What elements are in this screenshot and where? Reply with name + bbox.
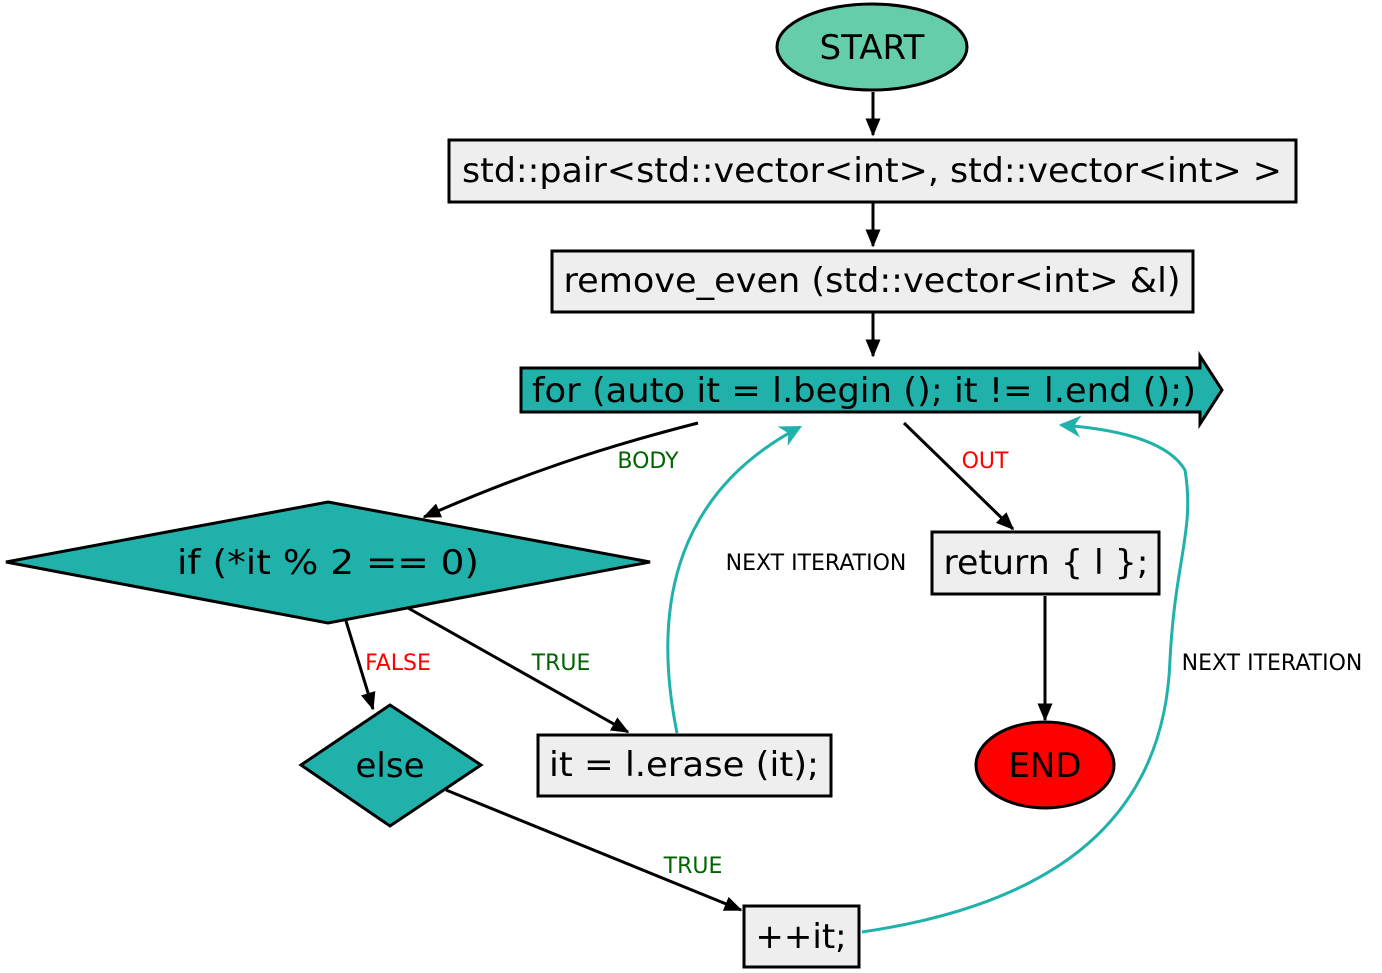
end-ellipse — [974, 720, 1116, 810]
node-start: START — [775, 2, 969, 92]
edge-else-true-to-increment — [445, 788, 743, 912]
else-label: else — [356, 746, 425, 786]
edge-erase-next-iteration — [666, 425, 802, 734]
edge-condition-false-to-else — [344, 620, 376, 711]
edge-labels: BODY OUT FALSE TRUE TRUE NEXT ITERATION … — [365, 449, 1362, 879]
loop-label: for (auto it = l.begin (); it != l.end (… — [532, 371, 1196, 411]
node-else: else — [298, 703, 484, 828]
label-body: BODY — [617, 449, 679, 474]
start-label: START — [820, 28, 925, 68]
node-function: remove_even (std::vector<int> &l) — [550, 249, 1195, 314]
erase-box — [536, 733, 833, 798]
edge-loop-out-to-return — [902, 421, 1015, 531]
end-label: END — [1008, 746, 1081, 786]
label-next-iteration-2: NEXT ITERATION — [1182, 651, 1363, 676]
edge-loop-body-to-condition — [422, 421, 699, 519]
label-true: TRUE — [531, 651, 591, 676]
increment-label: ++it; — [755, 917, 846, 957]
node-increment: ++it; — [742, 904, 861, 969]
function-box — [550, 249, 1195, 314]
label-else-true: TRUE — [663, 854, 723, 879]
condition-label: if (*it % 2 == 0) — [177, 543, 479, 583]
return-box — [930, 530, 1161, 596]
loop-shape — [519, 350, 1224, 430]
label-next-iteration-1: NEXT ITERATION — [726, 551, 907, 576]
edges — [344, 92, 1190, 934]
edge-condition-true-to-erase — [407, 606, 630, 734]
label-out: OUT — [962, 449, 1009, 474]
increment-box — [742, 904, 861, 969]
node-erase: it = l.erase (it); — [536, 733, 833, 798]
label-false: FALSE — [365, 651, 431, 676]
node-condition: if (*it % 2 == 0) — [5, 500, 651, 625]
start-ellipse — [775, 2, 969, 92]
erase-label: it = l.erase (it); — [549, 745, 819, 785]
node-signature: std::pair<std::vector<int>, std::vector<… — [447, 138, 1298, 204]
signature-label: std::pair<std::vector<int>, std::vector<… — [462, 151, 1282, 191]
else-diamond — [298, 703, 484, 828]
signature-box — [447, 138, 1298, 204]
node-loop: for (auto it = l.begin (); it != l.end (… — [519, 350, 1224, 430]
node-return: return { l }; — [930, 530, 1161, 596]
node-end: END — [974, 720, 1116, 810]
return-label: return { l }; — [944, 543, 1149, 583]
function-label: remove_even (std::vector<int> &l) — [564, 261, 1181, 301]
edge-increment-next-iteration — [861, 415, 1190, 934]
condition-diamond — [5, 500, 651, 625]
